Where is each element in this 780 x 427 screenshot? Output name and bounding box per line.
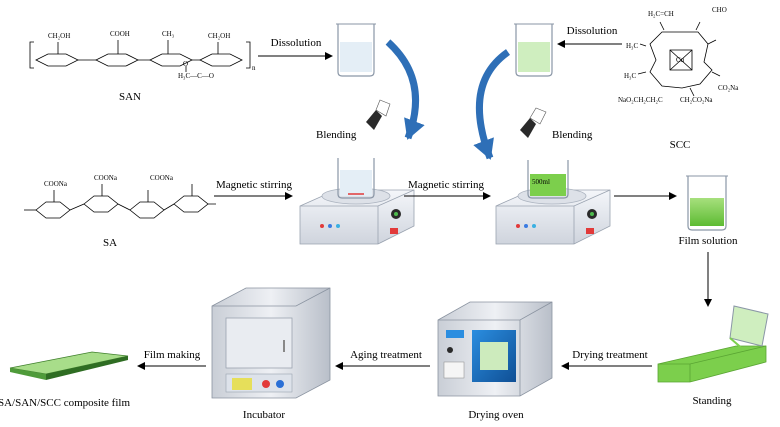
san-ch3-label: CH₃: [162, 30, 175, 38]
scc-cho-label: CHO: [712, 6, 727, 14]
san-ch2oh-label-2: CH₂OH: [208, 32, 230, 40]
beaker-on-stirrer-right: [527, 160, 569, 199]
magnetic-stirrer-right: [495, 187, 611, 245]
scc-cu-label: Cu: [676, 56, 685, 64]
beaker-clear-solution: [336, 23, 376, 77]
sa-coona-label-1: COONa: [44, 180, 68, 188]
san-n-label: n: [252, 64, 256, 72]
film-solution-label: Film solution: [679, 235, 738, 247]
magnetic-stirring-right-label: Magnetic stirring: [408, 179, 485, 191]
beaker-mark-label: 500ml: [532, 178, 550, 186]
scc-h3c-label-a: H₃C: [626, 42, 638, 50]
blending-curved-arrow-right: [473, 49, 511, 160]
standing-label: Standing: [692, 395, 732, 407]
scc-h3c-label-b: H₃C: [624, 72, 636, 80]
drying-treatment-label: Drying treatment: [572, 349, 647, 361]
aging-treatment-label: Aging treatment: [350, 349, 422, 361]
san-cooh-label: COOH: [110, 30, 130, 38]
sa-coona-label-3: COONa: [150, 174, 174, 182]
drying-oven-label: Drying oven: [468, 409, 524, 421]
drying-oven: [437, 301, 553, 397]
incubator: [211, 287, 331, 399]
casting-tray: [657, 345, 767, 383]
blending-right-label: Blending: [552, 129, 593, 141]
beaker-film-solution: [686, 175, 728, 231]
pouring-beaker: [729, 305, 769, 351]
magnetic-stirrer-left: [299, 187, 415, 245]
hand-with-pipette-icon-right: [520, 107, 547, 138]
hand-with-pipette-icon-left: [366, 99, 391, 130]
san-structure: [29, 40, 251, 72]
blending-curved-arrow-left: [385, 39, 425, 140]
composite-film: [9, 351, 129, 380]
san-label: SAN: [119, 91, 141, 103]
composite-film-label: SA/SAN/SCC composite film: [0, 397, 130, 409]
san-ch2oh-label: CH₂OH: [48, 32, 70, 40]
scc-vinyl-label: H₂C=CH: [648, 10, 674, 18]
san-acetyl-label: H₃C—C—O: [178, 72, 214, 80]
magnetic-stirring-left-label: Magnetic stirring: [216, 179, 293, 191]
sa-label: SA: [103, 237, 117, 249]
san-o-label: O: [183, 60, 188, 68]
film-making-label: Film making: [144, 349, 201, 361]
scc-label: SCC: [670, 139, 691, 151]
dissolution-right-label: Dissolution: [567, 25, 618, 37]
scc-chain-left-label: NaO₂CH₂CH₂C: [618, 96, 663, 104]
blending-left-label: Blending: [316, 129, 357, 141]
scc-co2na-label: CO₂Na: [718, 84, 739, 92]
dissolution-left-label: Dissolution: [271, 37, 322, 49]
beaker-on-stirrer-left: [337, 158, 375, 199]
scc-structure: [637, 21, 721, 97]
incubator-label: Incubator: [243, 409, 285, 421]
sa-coona-label-2: COONa: [94, 174, 118, 182]
beaker-pale-green-solution: [514, 23, 554, 77]
scc-chain-mid-label: CH₂CO₂Na: [680, 96, 713, 104]
sa-structure: [24, 184, 216, 219]
